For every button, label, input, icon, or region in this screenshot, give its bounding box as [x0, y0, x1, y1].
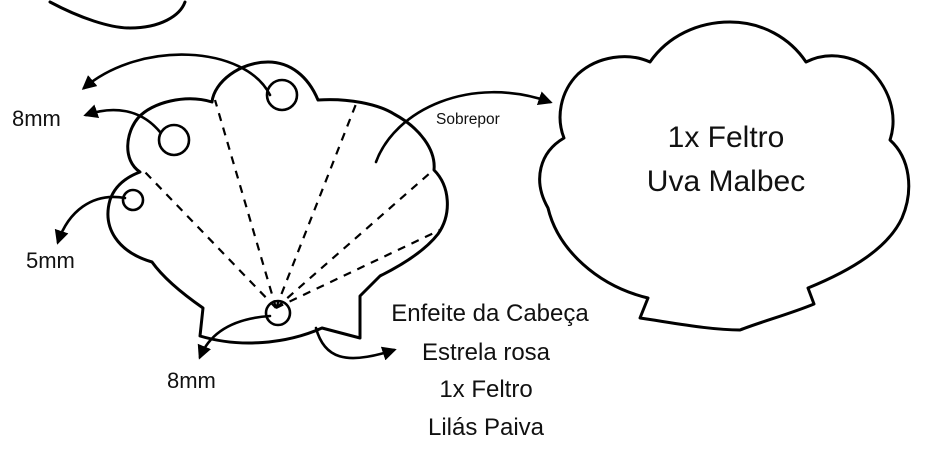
piece-1-label: Enfeite da Cabeça Estrela rosa 1x Feltro…	[391, 300, 589, 441]
arrow-hole-small	[54, 195, 127, 245]
hole-small	[121, 188, 145, 212]
hole-label-top: 8mm	[12, 106, 61, 131]
piece-1-line: Lilás Paiva	[428, 414, 545, 441]
shell-piece-left	[106, 60, 449, 345]
piece-1-line: 1x Feltro	[439, 376, 532, 403]
hole-left	[157, 123, 191, 157]
hole-top	[265, 78, 299, 112]
hole-bottom	[264, 299, 292, 327]
piece-2-line: Uva Malbec	[647, 165, 805, 198]
partial-piece-outline	[48, 0, 187, 30]
hole-label-small: 5mm	[26, 248, 75, 273]
arrow-hole-left	[83, 104, 162, 134]
hole-label-bottom: 8mm	[167, 368, 216, 393]
arrow-hole-top	[81, 53, 272, 97]
fold-line	[274, 103, 358, 309]
overlay-label: Sobrepor	[436, 111, 500, 128]
piece-2-label: 1x Feltro Uva Malbec	[647, 121, 805, 198]
shell-left-outline	[106, 60, 449, 345]
fold-line	[275, 172, 431, 309]
arrow-sobrepor	[374, 91, 553, 164]
piece-1-line: Enfeite da Cabeça	[391, 300, 589, 327]
fold-line	[213, 99, 278, 309]
arrow-piece-label	[314, 326, 397, 361]
shell-piece-right-outline	[538, 20, 911, 332]
piece-2-line: 1x Feltro	[668, 121, 785, 154]
piece-1-line: Estrela rosa	[422, 339, 551, 366]
fold-line	[275, 229, 441, 309]
arrow-hole-bottom	[197, 314, 272, 360]
fold-line	[142, 169, 277, 309]
